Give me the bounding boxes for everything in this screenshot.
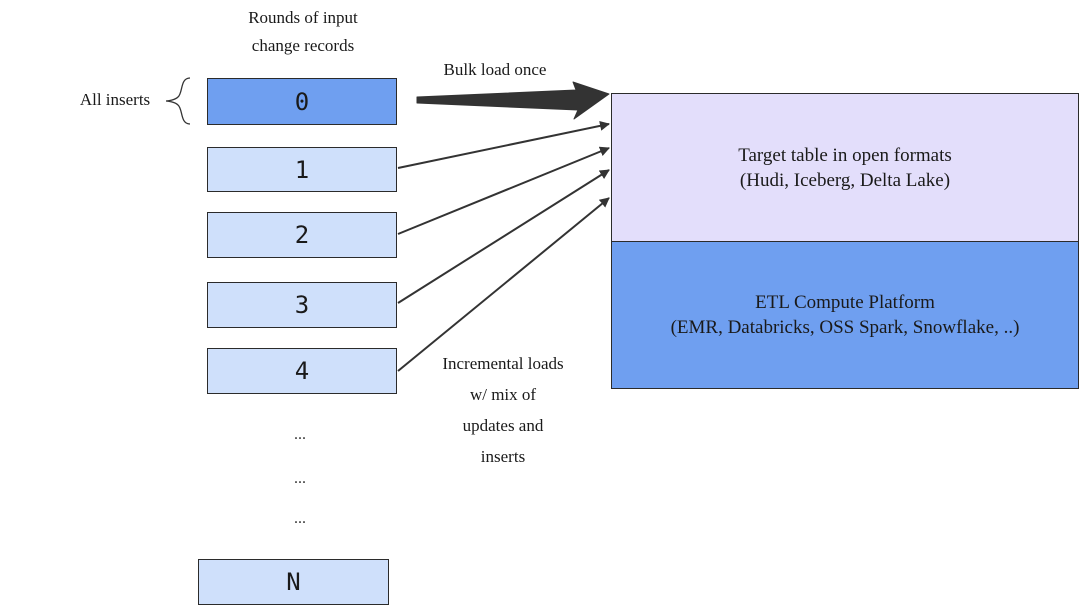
bulk-load-label: Bulk load once (443, 60, 547, 79)
round-label-2: 2 (294, 221, 310, 249)
round-box-1: 1 (207, 147, 397, 192)
all-inserts-brace (165, 77, 191, 125)
rounds-title-line2: change records (251, 36, 355, 55)
incremental-arrow-3 (397, 169, 610, 304)
rounds-title: Rounds of input change records (203, 4, 403, 60)
incremental-loads-label: Incremental loads w/ mix of updates and … (413, 348, 593, 472)
etl-platform-line2: (EMR, Databricks, OSS Spark, Snowflake, … (670, 317, 1020, 338)
bulk-load-arrow (416, 81, 610, 120)
round-box-2: 2 (207, 212, 397, 258)
ellipsis-1: ... (294, 426, 306, 443)
incremental-line1: Incremental loads (442, 354, 564, 373)
ellipsis-3: ... (294, 510, 306, 527)
incremental-arrow-4 (397, 197, 610, 372)
incremental-line3: updates and (462, 416, 544, 435)
round-box-n: N (198, 559, 389, 605)
etl-platform-line1: ETL Compute Platform (755, 292, 935, 313)
target-table-line2: (Hudi, Iceberg, Delta Lake) (739, 169, 951, 191)
target-table-line1: Target table in open formats (738, 144, 952, 166)
incremental-line4: inserts (480, 447, 526, 466)
ellipsis-2: ... (294, 470, 306, 487)
rounds-title-line1: Rounds of input (248, 8, 358, 27)
round-label-4: 4 (294, 357, 310, 385)
round-label-3: 3 (294, 291, 310, 319)
all-inserts-label: All inserts (79, 90, 151, 109)
incremental-arrow-1 (397, 120, 610, 169)
round-box-4: 4 (207, 348, 397, 394)
round-label-1: 1 (294, 155, 310, 184)
round-label-0: 0 (294, 87, 310, 116)
incremental-arrow-2 (397, 146, 610, 235)
target-table-box: Target table in open formats (Hudi, Iceb… (611, 93, 1079, 242)
round-label-n: N (286, 568, 301, 596)
incremental-line2: w/ mix of (469, 385, 537, 404)
round-box-3: 3 (207, 282, 397, 328)
etl-platform-box: ETL Compute Platform (EMR, Databricks, O… (611, 241, 1079, 389)
round-box-0: 0 (207, 78, 397, 125)
